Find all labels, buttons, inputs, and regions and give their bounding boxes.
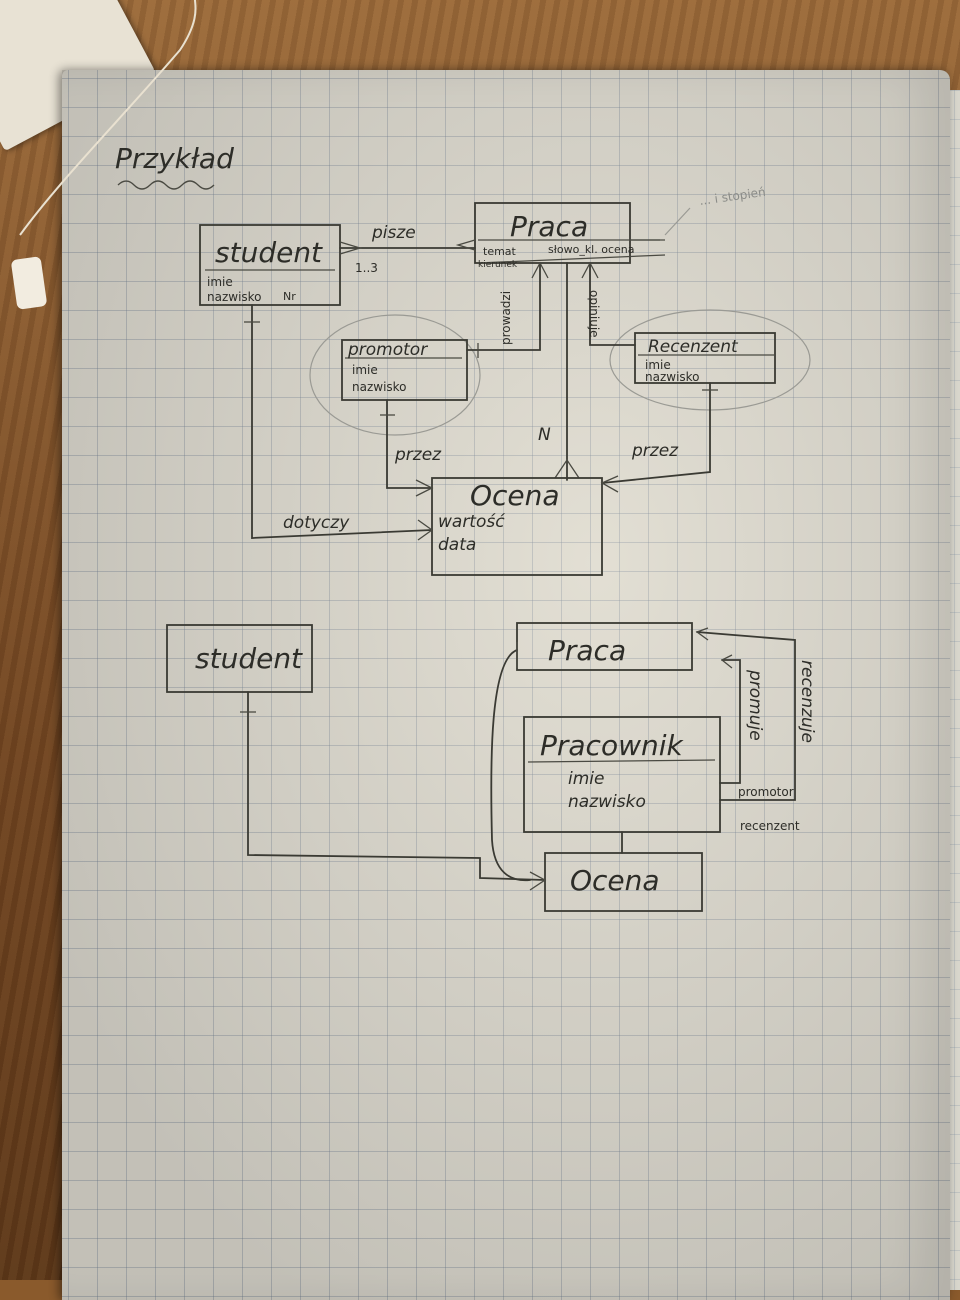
relation-przez-left-line [386,399,433,489]
tag-clip [11,256,47,310]
entity2-ocena: Ocena [544,852,703,912]
entity-student: student imie nazwisko Nr [199,224,341,306]
relation2-recenzuje-line [696,631,796,801]
relation-prowadzi-line [466,262,541,351]
relation2-recenzent-role: recenzent [740,819,800,833]
entity2-student: student [166,624,313,693]
promotor-attr-imie: imie [352,363,378,377]
relation2-student-ocena [247,691,546,881]
student-attr-nr: Nr [283,290,296,303]
relation-n-mark: N [538,425,551,445]
entity2-pracownik: Pracownik imie nazwisko [523,716,721,833]
student-attr-imie: imie [207,275,233,289]
relation-opiniuje-line [589,262,636,346]
recenzent-attr-nazwisko: nazwisko [645,370,700,384]
relation-prowadzi-label: prowadzi [499,291,513,345]
relation-przez-left-label: przez [394,445,442,465]
entity-praca: Praca temat kierunek słowo_kl. ocena ...… [474,185,766,270]
relation-przez-right-line [601,382,711,484]
notebook-page [62,70,950,1300]
entity-ocena: Ocena wartość data [431,477,603,576]
student-attr-nazwisko: nazwisko [207,290,262,304]
entity2-student-name: student [195,642,303,675]
entity-promotor-name: promotor [347,340,428,360]
entity2-ocena-name: Ocena [570,864,660,897]
entity-recenzent: Recenzent imie nazwisko [634,332,776,384]
entity2-praca-name: Praca [548,634,626,667]
relation-pisze-label: pisze [371,223,416,243]
relation-multiplicity: 1..3 [355,261,378,275]
page-title: Przykład [115,142,234,175]
entity-praca-name: Praca [510,210,588,243]
relation-dotyczy-label: dotyczy [283,513,350,533]
ocena-attr-data: data [438,535,476,555]
relation2-recenzuje-label: recenzuje [797,660,817,743]
praca-attr-temat: temat [483,245,517,258]
relation2-promotor-role: promotor [738,785,794,799]
entity2-pracownik-name: Pracownik [540,729,685,762]
promotor-highlight [309,314,481,436]
recenzent-attr-imie: imie [645,358,671,372]
title-underline [117,180,215,190]
relation2-promuje-label: promuje [745,669,765,741]
relation-dotyczy-line [251,304,433,539]
relation2-praca-ocena [490,649,531,882]
pracownik-attr-nazwisko: nazwisko [568,792,646,812]
praca-faint-note: ... i stopień [698,185,766,208]
praca-attr-kierunek: kierunek [478,260,518,270]
pracownik-attr-imie: imie [568,769,604,789]
ocena-attr-wartosc: wartość [438,512,505,532]
relation2-promuje-line [719,659,741,784]
relation-pisze-arrow [339,241,363,255]
relation-przez-right-label: przez [631,441,679,461]
entity-recenzent-name: Recenzent [648,337,739,357]
entity-ocena-name: Ocena [470,479,560,512]
entity2-praca: Praca [516,622,693,671]
entity-student-name: student [215,236,323,269]
entity-promotor: promotor imie nazwisko [341,339,468,401]
promotor-attr-nazwisko: nazwisko [352,380,407,394]
relation-opiniuje-label: opiniuje [587,290,601,338]
praca-attr-slowo: słowo_kl. ocena [548,243,635,256]
